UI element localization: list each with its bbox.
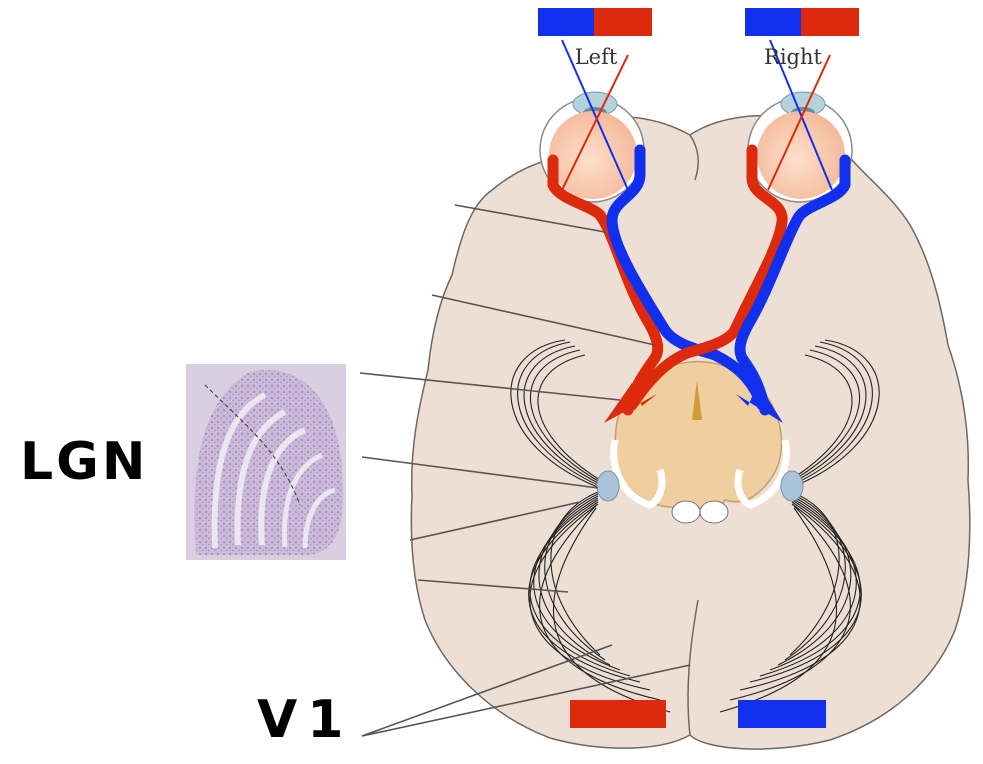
v1-right-field-blue <box>738 700 826 728</box>
right-eye-label: Right <box>764 45 822 69</box>
lgn-histology-image <box>186 364 346 560</box>
lgn-nucleus-right <box>781 471 803 501</box>
left-visual-field-red <box>594 8 652 36</box>
v1-left-field-red <box>570 700 666 728</box>
right-visual-field-blue <box>745 8 801 36</box>
v1-label: V1 <box>257 690 353 750</box>
mammillary-body-right <box>700 501 728 523</box>
mammillary-body-left <box>672 501 700 523</box>
right-eye <box>748 92 852 202</box>
left-visual-field-blue <box>538 8 594 36</box>
lgn-label: LGN <box>20 432 148 492</box>
right-visual-field-red <box>801 8 859 36</box>
lgn-nucleus-left <box>597 471 619 501</box>
left-eye-label: Left <box>575 45 618 69</box>
